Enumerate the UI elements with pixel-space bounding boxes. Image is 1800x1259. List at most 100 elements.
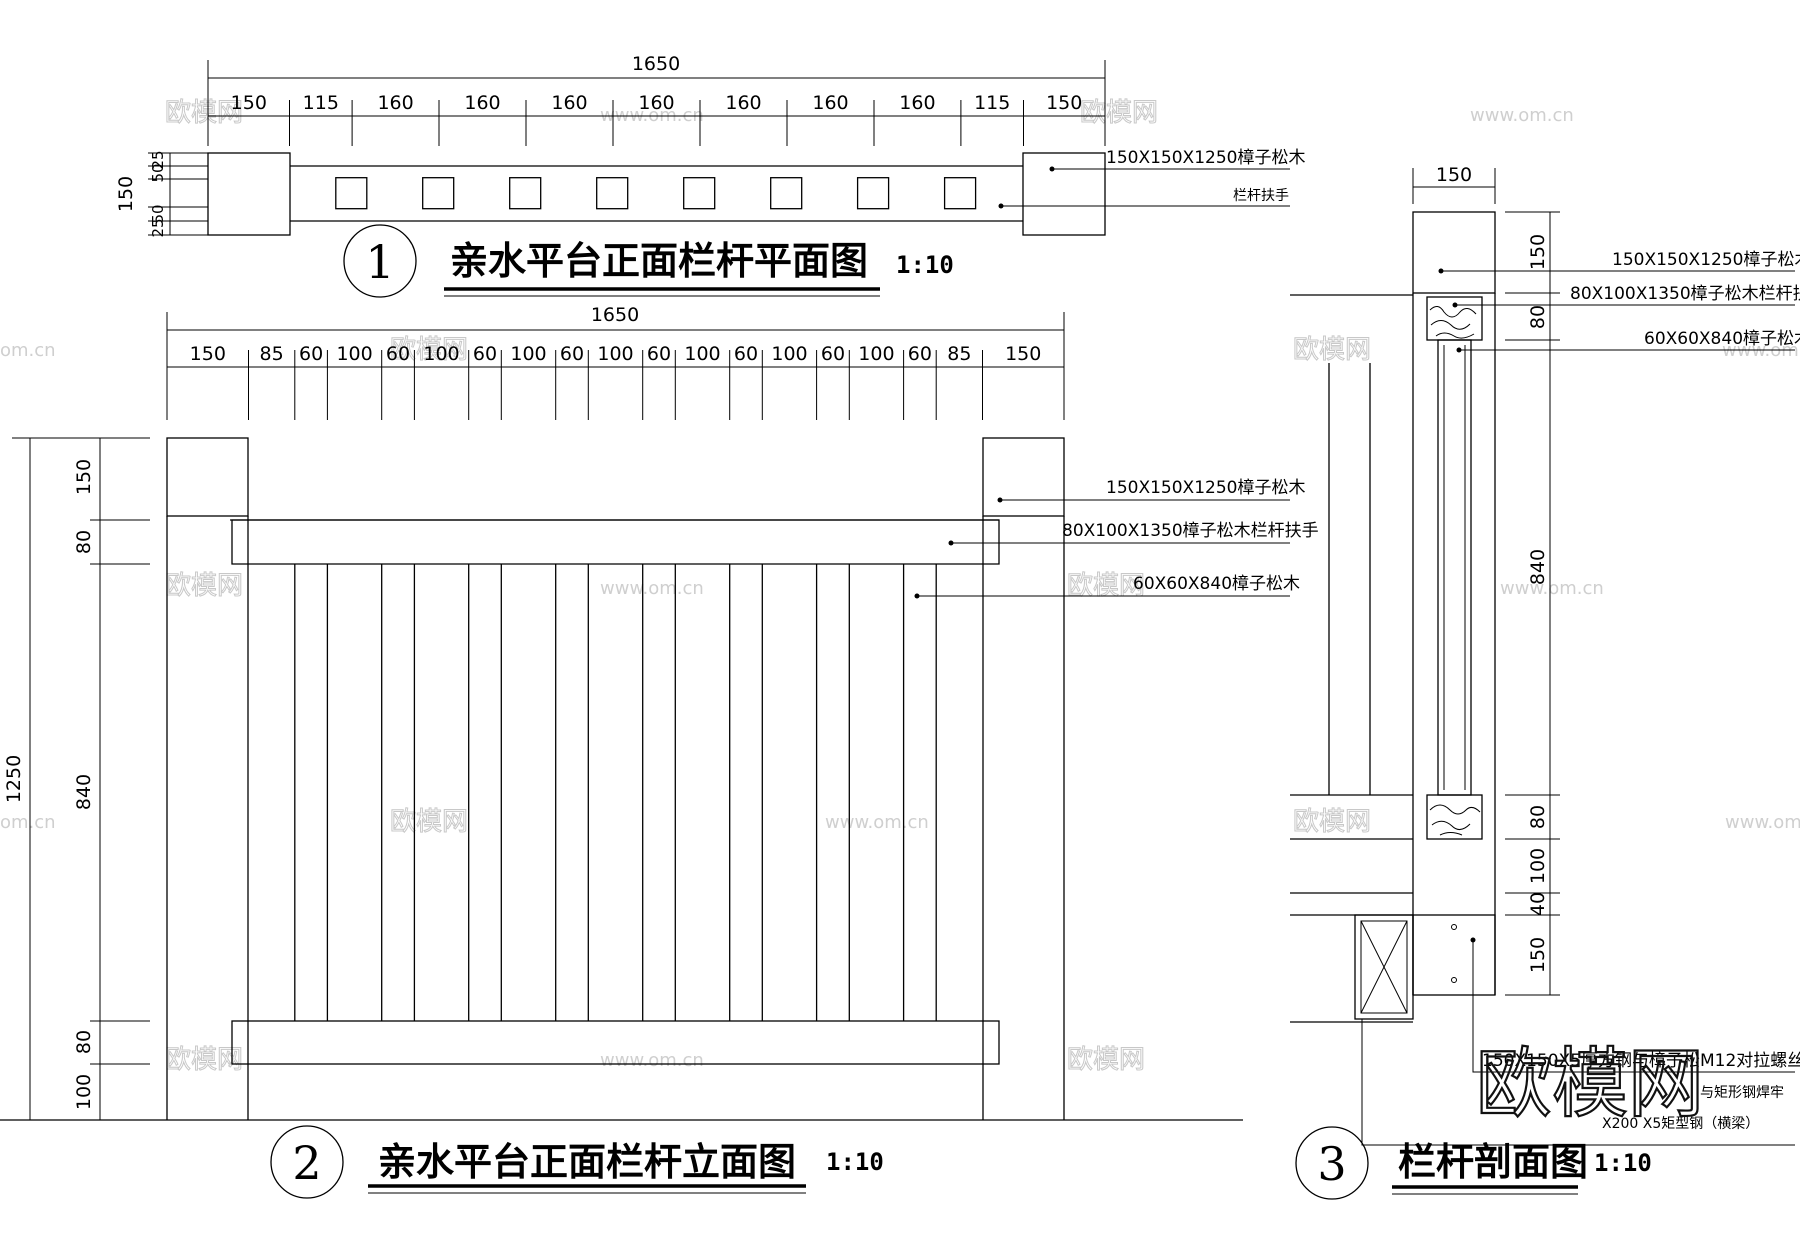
elev-handrail <box>231 519 1000 565</box>
elev-note-baluster: 60X60X840樟子松木 <box>1133 574 1300 594</box>
sec-note-steel-1: 150X150X5厚方钢与樟子松M12对拉螺丝固定 <box>1482 1051 1800 1071</box>
watermark-logo: 欧模网 <box>1067 1045 1145 1075</box>
sec-steel-beam-cross <box>1360 920 1408 1014</box>
watermark-url-fragment: om.cn <box>0 340 56 361</box>
plan-baluster <box>683 177 716 210</box>
segment-dim-label: 60 <box>473 343 497 365</box>
plan-baluster <box>422 177 455 210</box>
watermark-logo: 欧模网 <box>165 98 243 128</box>
elev-post-cap-right <box>982 437 1065 517</box>
segment-dim-label: 100 <box>858 343 894 365</box>
sec-post-cap <box>1412 211 1496 294</box>
segment-dim-label: 150 <box>190 343 226 365</box>
segment-dim-label: 60 <box>647 343 671 365</box>
segment-dim-label: 150 <box>1005 343 1041 365</box>
watermark-logo: 欧模网 <box>1293 807 1371 837</box>
segment-dim-label: 85 <box>260 343 284 365</box>
watermark-url: www.om.cn <box>1500 578 1604 599</box>
sec-note-post: 150X150X1250樟子松木 <box>1612 250 1800 270</box>
sec-title: 栏杆剖面图 <box>1398 1140 1588 1184</box>
sec-bottom-rail-woodgrain <box>1429 804 1481 836</box>
elev-bottom-rail <box>231 1020 1000 1065</box>
segment-dim-label: 160 <box>464 92 500 114</box>
watermark-url: www.om.cn <box>1470 105 1574 126</box>
plan-baluster <box>335 177 368 210</box>
plan-balusters <box>335 177 977 210</box>
sec-right-dim: 40 <box>1527 892 1549 916</box>
sec-right-dim: 150 <box>1527 937 1549 973</box>
segment-dim-label: 100 <box>510 343 546 365</box>
segment-dim-label: 60 <box>386 343 410 365</box>
sec-steel-beam <box>1354 914 1414 1020</box>
segment-dim-label: 160 <box>638 92 674 114</box>
elev-title: 亲水平台正面栏杆立面图 <box>378 1140 796 1184</box>
plan-post-right <box>1022 152 1106 236</box>
elev-left-dim: 840 <box>73 774 95 810</box>
sec-note-handrail: 80X100X1350樟子松木栏杆扶手 <box>1570 284 1800 304</box>
plan-note-rail: 栏杆扶手 <box>1233 188 1289 204</box>
segment-dim-label: 85 <box>947 343 971 365</box>
elev-post-cap-left <box>166 437 249 517</box>
segment-dim-label: 160 <box>899 92 935 114</box>
plan-post-left <box>207 152 291 236</box>
watermark-url: www.om.cn <box>600 1050 704 1071</box>
plan-scale: 1:10 <box>896 251 954 279</box>
plan-note-post: 150X150X1250樟子松木 <box>1106 148 1305 168</box>
plan-title: 亲水平台正面栏杆平面图 <box>450 239 868 283</box>
watermark-logo: 欧模网 <box>165 571 243 601</box>
sec-right-dim: 100 <box>1527 848 1549 884</box>
segment-dim-label: 60 <box>299 343 323 365</box>
plan-baluster <box>943 177 977 210</box>
elev-note-post: 150X150X1250樟子松木 <box>1106 478 1305 498</box>
elev-left-dim: 100 <box>73 1074 95 1110</box>
plan-baluster <box>509 177 542 210</box>
watermark-logo: 欧模网 <box>390 335 468 365</box>
sec-right-dim: 150 <box>1527 234 1549 270</box>
sec-steel-beam-inner <box>1360 920 1408 1014</box>
leader-line <box>1472 940 1795 1073</box>
watermark-url: www.om.cn <box>600 578 704 599</box>
watermark-logo: 欧模网 <box>165 1045 243 1075</box>
segment-dim-label: 100 <box>771 343 807 365</box>
plan-baluster <box>596 177 629 210</box>
elev-left-dim: 80 <box>73 530 95 554</box>
plan-side-dim: 25 <box>149 150 167 169</box>
watermark-url-fragment: om.cn <box>0 812 56 833</box>
plan-title-number: 1 <box>365 235 394 289</box>
watermark-url: www.om.cn <box>1725 812 1800 833</box>
sec-title-circle <box>1295 1126 1369 1200</box>
sec-scale: 1:10 <box>1594 1149 1652 1177</box>
section-view: 150 <box>1290 164 1800 1200</box>
segment-dim-label: 160 <box>812 92 848 114</box>
sec-note-steel-2: 与矩形钢焊牢 <box>1700 1085 1784 1101</box>
elevation-balusters <box>294 564 937 1021</box>
segment-dim-label: 60 <box>734 343 758 365</box>
watermark-url: www.om.cn <box>825 812 929 833</box>
plan-side-dim: 50 <box>149 204 167 223</box>
sec-baluster <box>1437 339 1472 796</box>
sec-top-dim: 150 <box>1436 164 1472 186</box>
plan-overall-dim: 1650 <box>632 53 680 75</box>
plan-baluster <box>770 177 803 210</box>
sec-right-dim: 840 <box>1527 549 1549 585</box>
elev-title-circle <box>270 1125 344 1199</box>
brand-watermark-logo: 欧模网 <box>1476 1039 1704 1128</box>
elev-note-handrail: 80X100X1350樟子松木栏杆扶手 <box>1062 521 1319 541</box>
sec-bolt-icon <box>1451 924 1457 930</box>
segment-dim-label: 100 <box>597 343 633 365</box>
watermark-layer: 欧模网 www.om.cn 欧模网 www.om.cn om.cn 欧模网 欧模… <box>0 98 1800 1076</box>
segment-dim-label: 115 <box>974 92 1010 114</box>
sec-note-baluster: 60X60X840樟子松木 <box>1644 329 1800 349</box>
sec-note-steel-3: X200 X5矩型钢（横梁） <box>1602 1116 1759 1132</box>
sec-right-dim: 80 <box>1527 805 1549 829</box>
plan-side-dim: 50 <box>149 163 167 182</box>
plan-baluster <box>856 177 890 210</box>
leader-line <box>1361 1019 1795 1146</box>
segment-dim-label: 100 <box>423 343 459 365</box>
segment-dim-label: 160 <box>551 92 587 114</box>
